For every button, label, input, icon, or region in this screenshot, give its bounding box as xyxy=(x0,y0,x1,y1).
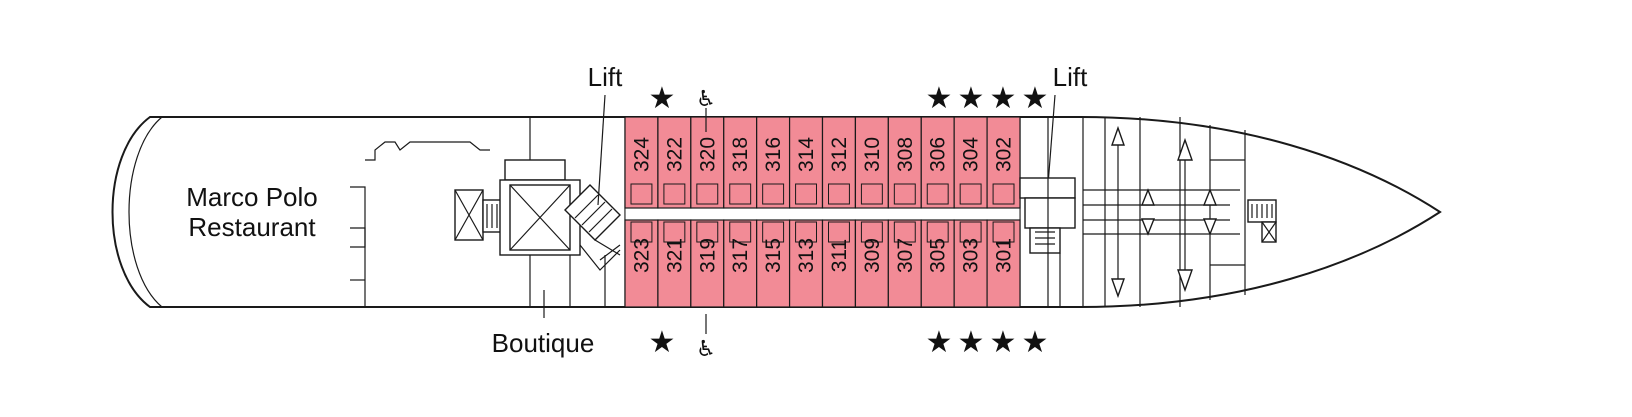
star-icon: ★ xyxy=(649,81,676,116)
lift-label-right: Lift xyxy=(1053,62,1088,92)
star-icon: ★ xyxy=(990,81,1017,116)
lift-right-leader xyxy=(1047,94,1056,186)
cabin-303[interactable] xyxy=(953,219,988,308)
lift-label-left: Lift xyxy=(588,62,623,92)
cabin-number: 316 xyxy=(762,137,785,172)
cabin-bathroom xyxy=(926,221,949,243)
cabin-number: 303 xyxy=(960,238,983,273)
cabin-number: 308 xyxy=(894,137,917,172)
star-icon: ★ xyxy=(926,325,953,360)
cabin-number: 307 xyxy=(894,238,917,273)
cabin-bathroom xyxy=(959,183,982,205)
cabin-bathroom xyxy=(762,221,785,243)
cabin-bathroom xyxy=(762,183,785,205)
cabin-bathroom xyxy=(860,183,883,205)
cabin-number: 319 xyxy=(696,238,719,273)
cabin-bathroom xyxy=(663,221,686,243)
cabin-number: 314 xyxy=(795,137,818,172)
cabin-bathroom xyxy=(795,183,817,205)
cabin-number: 306 xyxy=(927,137,950,172)
cabin-number: 320 xyxy=(696,137,719,172)
cabin-310[interactable] xyxy=(854,116,889,209)
labels: Marco Polo Restaurant Boutique Lift Lift xyxy=(186,62,1088,358)
lift-left-leader xyxy=(597,94,606,206)
cabin-bathroom xyxy=(663,183,686,205)
cabin-308[interactable] xyxy=(887,116,922,209)
cabin-bathroom xyxy=(893,183,916,205)
cabin-323[interactable] xyxy=(624,219,659,308)
cabin-number: 309 xyxy=(861,238,884,273)
star-icon: ★ xyxy=(1022,325,1049,360)
cabin-315[interactable] xyxy=(756,219,791,308)
star-icon: ★ xyxy=(958,81,985,116)
cabin-number: 311 xyxy=(828,239,851,272)
cabin-number: 318 xyxy=(729,137,752,172)
cabin-number: 301 xyxy=(993,238,1016,273)
cabin-bathroom xyxy=(729,221,752,243)
cabin-number: 315 xyxy=(762,238,785,273)
cabin-number: 322 xyxy=(663,137,686,172)
cabin-312[interactable] xyxy=(821,116,857,209)
cabin-number: 304 xyxy=(960,137,983,172)
cabin-bathroom xyxy=(696,183,719,205)
cabin-number: 310 xyxy=(861,137,884,172)
forward-structures xyxy=(1019,117,1277,307)
cabin-number: 323 xyxy=(630,238,653,273)
diagonal-stair xyxy=(564,184,621,271)
cabin-number: 321 xyxy=(663,238,686,273)
cabin-bathroom xyxy=(992,221,1015,243)
boutique-label: Boutique xyxy=(492,328,595,358)
cabin-bathroom xyxy=(630,183,653,205)
cabin-bathroom xyxy=(992,183,1015,205)
cabin-bathroom xyxy=(696,221,719,243)
cabin-number: 324 xyxy=(630,137,653,172)
cabin-number: 302 xyxy=(993,137,1016,172)
cabin-307[interactable] xyxy=(887,219,922,308)
cabin-number: 317 xyxy=(729,238,752,273)
cabin-306[interactable] xyxy=(920,116,955,209)
cabin-321[interactable] xyxy=(657,219,692,308)
cabin-305[interactable] xyxy=(920,219,955,308)
cabin-318[interactable] xyxy=(723,116,758,209)
cabin-bathroom xyxy=(959,221,982,243)
cabin-number: 305 xyxy=(927,238,950,273)
cabin-322[interactable] xyxy=(657,116,692,209)
cabin-319[interactable] xyxy=(690,219,725,308)
cabin-bathroom xyxy=(795,221,817,243)
cabin-number: 313 xyxy=(795,238,818,273)
star-icon: ★ xyxy=(926,81,953,116)
restaurant-label-line2: Restaurant xyxy=(188,212,316,242)
wheelchair-icon: ♿ xyxy=(696,337,716,362)
cabin-bathroom xyxy=(630,221,653,243)
star-icon: ★ xyxy=(990,325,1017,360)
cabin-block: 324 322 320 318 316 314 312 310 308 306 304 302 323 3… xyxy=(624,116,1021,308)
left-stair xyxy=(454,189,506,241)
star-icon: ★ xyxy=(1022,81,1049,116)
cabin-symbols: ★ ♿ ★ ★ ★ ★ ★ ♿ ★ ★ ★ ★ xyxy=(649,81,1049,362)
cabin-316[interactable] xyxy=(756,116,791,209)
cabin-311[interactable] xyxy=(821,219,857,308)
cabin-bathroom xyxy=(860,221,883,243)
restaurant-label-line1: Marco Polo xyxy=(186,182,318,212)
cabin-314[interactable] xyxy=(788,116,824,209)
cabin-bathroom xyxy=(893,221,916,243)
lift-core-left xyxy=(499,159,581,256)
star-icon: ★ xyxy=(649,325,676,360)
cabin-bathroom xyxy=(828,183,850,205)
cabin-bathroom xyxy=(828,221,850,243)
cabin-number: 312 xyxy=(828,137,851,172)
star-icon: ★ xyxy=(958,325,985,360)
cabin-302[interactable] xyxy=(986,116,1021,209)
cabin-301[interactable] xyxy=(986,219,1021,308)
wheelchair-icon: ♿ xyxy=(696,87,716,112)
cabin-bathroom xyxy=(926,183,949,205)
cabin-bathroom xyxy=(729,183,752,205)
cabin-324[interactable] xyxy=(624,116,659,209)
